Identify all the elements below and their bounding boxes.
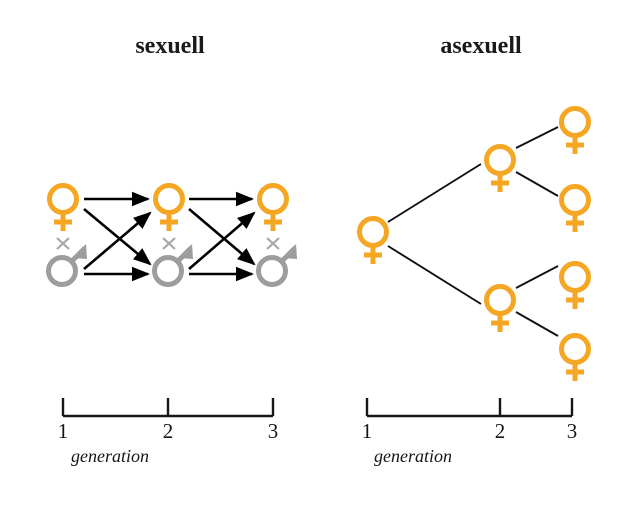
- edge-a1-a2b: [387, 245, 482, 305]
- axis-label-generation: generation: [374, 446, 452, 466]
- female-symbol[interactable]: [47, 183, 79, 232]
- female-symbol[interactable]: [559, 333, 591, 382]
- edges-asexual: [387, 126, 559, 337]
- axis-tick-2: 2: [163, 419, 174, 443]
- edge-m2-f3: [188, 211, 256, 270]
- axis-label-generation: generation: [71, 446, 149, 466]
- edge-a2a-a3a: [515, 126, 559, 149]
- mating-cross-icon: [162, 237, 176, 250]
- panel-sexual: sexuell: [46, 33, 298, 466]
- edge-f2-m3: [188, 208, 256, 266]
- edge-a1-a2a: [387, 163, 482, 223]
- axis-tick-3: 3: [567, 419, 578, 443]
- female-symbol[interactable]: [357, 216, 389, 265]
- female-symbol[interactable]: [257, 183, 289, 232]
- axis-line: [61, 398, 275, 418]
- panel-title-sexual: sexuell: [135, 33, 205, 59]
- male-symbol[interactable]: [152, 244, 194, 287]
- axis-tick-1: 1: [362, 419, 373, 443]
- edge-f1-m2: [83, 208, 152, 266]
- panel-title-asexual: asexuell: [440, 33, 522, 59]
- mating-cross-icon: [56, 237, 70, 250]
- male-symbol[interactable]: [46, 244, 88, 287]
- female-symbol[interactable]: [484, 144, 516, 193]
- male-symbol[interactable]: [256, 244, 298, 287]
- female-symbol[interactable]: [559, 261, 591, 310]
- female-symbol[interactable]: [484, 284, 516, 333]
- panel-asexual: asexuell: [357, 33, 591, 466]
- generation-axis-sexual: 1 2 3 generation: [58, 398, 279, 466]
- edges-sexual-gen1-gen2: [83, 191, 152, 282]
- axis-tick-3: 3: [268, 419, 279, 443]
- female-symbol[interactable]: [559, 106, 591, 155]
- axis-tick-2: 2: [495, 419, 506, 443]
- female-symbol[interactable]: [559, 184, 591, 233]
- edge-a2b-a3c: [515, 265, 559, 289]
- axis-tick-1: 1: [58, 419, 69, 443]
- edge-m1-f2: [83, 211, 152, 270]
- female-symbol[interactable]: [153, 183, 185, 232]
- edges-sexual-gen2-gen3: [188, 191, 256, 282]
- axis-line: [365, 398, 574, 418]
- edge-a2a-a3b: [515, 171, 559, 197]
- generation-axis-asexual: 1 2 3 generation: [362, 398, 578, 466]
- edge-a2b-a3d: [515, 311, 559, 337]
- mating-cross-icon: [266, 237, 280, 250]
